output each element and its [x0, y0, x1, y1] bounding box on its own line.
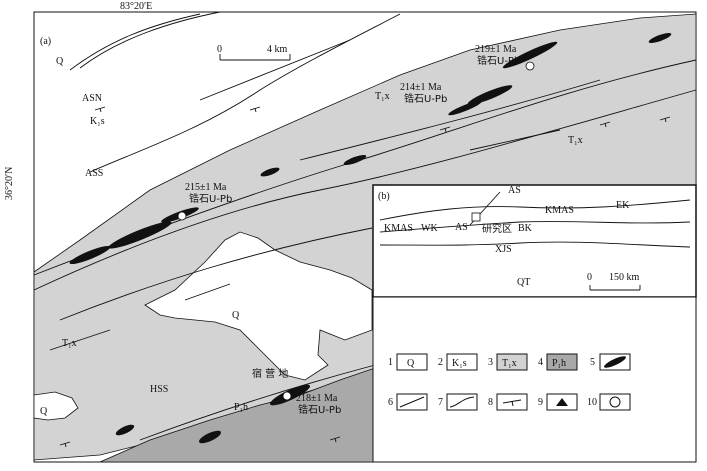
- legend-label-2: K₁s: [452, 358, 467, 369]
- inset-kmas-left: KMAS: [384, 223, 413, 234]
- age-2: 214±1 Ma: [400, 82, 442, 93]
- inset-study-area: 研究区: [482, 222, 512, 235]
- legend-frame: [372, 296, 697, 463]
- panel-a-label: (a): [40, 36, 51, 47]
- legend-label-1: Q: [407, 358, 415, 369]
- inset-frame: [372, 184, 697, 298]
- legend-attitude-icon: [502, 399, 522, 407]
- inset-ek: EK: [616, 200, 630, 211]
- fault-asn: ASN: [82, 93, 102, 104]
- inset-wk: WK: [421, 223, 438, 234]
- panel-b-label: (b): [378, 191, 390, 202]
- legend-triangle-icon: [556, 398, 568, 406]
- legend-num-5: 5: [590, 357, 595, 368]
- legend-num-10: 10: [587, 397, 597, 408]
- inset-kmas-right: KMAS: [545, 205, 574, 216]
- unit-p1h: P₁h: [234, 402, 248, 413]
- unit-t1x-left: T₁x: [62, 338, 77, 349]
- unit-q-bottom-left: Q: [40, 406, 48, 417]
- age-3: 215±1 Ma: [185, 182, 227, 193]
- legend-num-7: 7: [438, 397, 443, 408]
- legend-dike-icon: [604, 356, 626, 368]
- inset-xjs: XJS: [495, 244, 512, 255]
- sample-sites: [177, 61, 535, 401]
- legend-box-3: [496, 353, 528, 371]
- age-1: 219±1 Ma: [475, 44, 517, 55]
- inset-lines: [379, 191, 691, 291]
- place-name: 宿 营 地: [252, 367, 288, 380]
- unit-q-center: Q: [232, 310, 240, 321]
- inset-qt: QT: [517, 277, 530, 288]
- age-1-method: 锆石U-Pb: [477, 54, 520, 67]
- legend-num-2: 2: [438, 357, 443, 368]
- legend-num-8: 8: [488, 397, 493, 408]
- attitude-symbols: [59, 106, 671, 448]
- legend: 1 Q 2 K₁s 3 T₁x 4 P₁h 5 6 7 8 9 10: [388, 353, 631, 411]
- scale-bar-a: [219, 54, 291, 61]
- legend-box-1: [396, 353, 428, 371]
- legend-num-6: 6: [388, 397, 393, 408]
- q-center-area: [144, 231, 373, 381]
- inset-as-lower: AS: [455, 222, 468, 233]
- legend-num-1: 1: [388, 357, 393, 368]
- legend-sample-icon: [609, 396, 621, 408]
- scale-b-end: 150 km: [609, 272, 640, 283]
- legend-box-7: [446, 393, 478, 411]
- age-3-method: 锆石U-Pb: [189, 192, 232, 205]
- legend-label-4: P₁h: [552, 358, 566, 369]
- inset-bk: BK: [518, 223, 533, 234]
- unit-q-top-left: Q: [56, 56, 64, 67]
- legend-num-3: 3: [488, 357, 493, 368]
- unit-t1x-right: T₁x: [568, 135, 583, 146]
- unit-t1x-upper: T₁x: [375, 91, 390, 102]
- fault-lines: [33, 11, 697, 441]
- legend-label-3: T₁x: [502, 358, 517, 369]
- latitude-label: 36°20′N: [4, 167, 15, 200]
- scale-b-start: 0: [587, 272, 592, 283]
- q-bottom-left-area: [33, 391, 79, 421]
- study-area-box: [471, 212, 481, 222]
- inset-as: AS: [508, 185, 521, 196]
- age-2-method: 锆石U-Pb: [404, 92, 447, 105]
- legend-box-4: [546, 353, 578, 371]
- granite-dikes: [69, 33, 672, 444]
- age-4: 218±1 Ma: [296, 393, 338, 404]
- unit-k1s: K₁s: [90, 116, 105, 127]
- longitude-label: 83°20′E: [120, 1, 152, 12]
- legend-box-2: [446, 353, 478, 371]
- legend-fault-icon: [399, 396, 425, 408]
- scale-a-end: 4 km: [267, 44, 288, 55]
- age-4-method: 锆石U-Pb: [298, 403, 341, 416]
- fault-hss: HSS: [150, 384, 168, 395]
- fault-ass: ASS: [85, 168, 103, 179]
- scale-a-start: 0: [217, 44, 222, 55]
- legend-num-9: 9: [538, 397, 543, 408]
- legend-num-4: 4: [538, 357, 543, 368]
- legend-boundary-icon: [449, 396, 475, 408]
